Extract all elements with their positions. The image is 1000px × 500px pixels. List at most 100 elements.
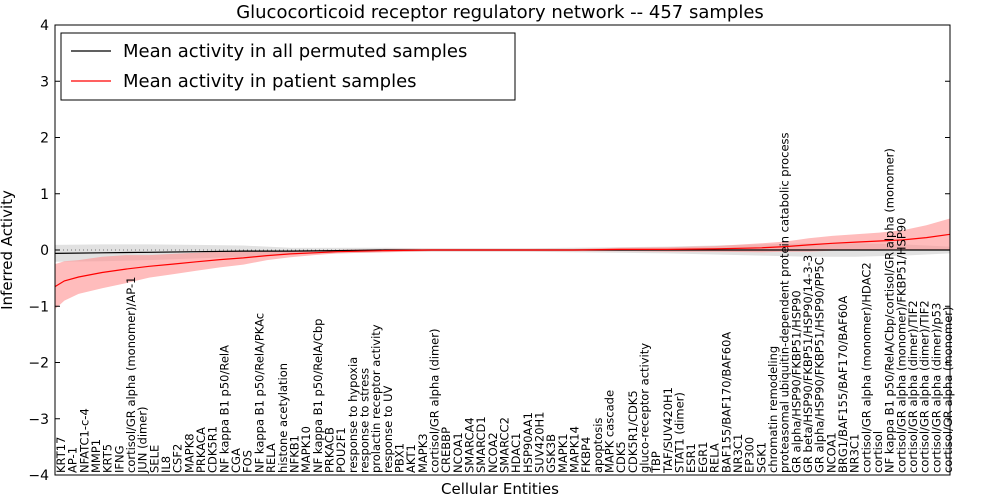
entity-label: SMARCC2 (498, 417, 512, 473)
entity-label: proteasomal ubiquitin-dependent protein … (778, 132, 792, 473)
y-tick-label: −1 (28, 299, 49, 315)
entity-label: SELE (147, 445, 161, 473)
entity-label: MAPK1 (556, 433, 570, 473)
entity-label: NF kappa B1 p50/RelA/Cbp (311, 319, 325, 473)
entity-label: cortisol/GR alpha (dimer)/TIF2 (906, 300, 920, 473)
entity-label: STAT1 (dimer) (673, 392, 687, 473)
entity-label: cortisol/GR alpha (dimer)/TIF2 (918, 300, 932, 473)
entity-label: PBX1 (393, 443, 407, 473)
entity-label: NF kappa B1 p50/RelA/PKAc (252, 313, 266, 473)
line-layer (54, 233, 951, 288)
y-axis-label: Inferred Activity (0, 190, 16, 310)
legend-box (60, 32, 516, 101)
entity-label: GSK3B (544, 434, 558, 473)
entity-label: SUV420H1 (533, 412, 547, 474)
entity-label: BAF155/BAF170/BAF60A (719, 332, 733, 473)
legend-label: Mean activity in patient samples (123, 71, 417, 92)
entity-label: BRG1/BAF155/BAF170/BAF60A (836, 296, 850, 473)
entity-label: PRKACA (194, 427, 208, 473)
y-tick-label: 0 (40, 243, 49, 259)
entity-label: POU2F1 (334, 427, 348, 473)
entity-label: apoptosis (591, 418, 605, 473)
entity-label: TBP (649, 451, 663, 474)
entity-label: EP300 (743, 437, 757, 473)
entity-label: TAF/SUV420H1 (661, 387, 675, 474)
series-line-2 (54, 233, 951, 288)
entity-label: chromatin remodeling (766, 346, 780, 473)
entity-label: MAPK8 (182, 433, 196, 473)
entity-label: NF kappa B1 p50/RelA (217, 345, 231, 473)
entity-label: ESR1 (684, 443, 698, 473)
entity-label: CREBBP (439, 427, 453, 473)
entity-label: SMARCA4 (463, 417, 477, 473)
y-tick-label: −2 (28, 356, 49, 372)
entity-label: cortisol/GR alpha (monomer)/FKBP51/HSP90 (894, 218, 908, 473)
entity-label: GR alpha/HSP90/FKBP51/HSP90 (789, 290, 803, 473)
x-axis-label: Cellular Entities (441, 480, 559, 498)
entity-label: MAPK3 (416, 433, 430, 473)
entity-label: HSP90AA1 (521, 412, 535, 473)
entity-label: NR3C1 (848, 434, 862, 473)
y-tick-label: −3 (28, 412, 49, 428)
entity-label: CDK5R1 (206, 426, 220, 473)
entity-label: NFATC1-c-4 (77, 408, 91, 473)
entity-label: AKT1 (404, 444, 418, 473)
entity-label: MAPK cascade (603, 390, 617, 473)
y-tick-label: 4 (40, 18, 49, 34)
entity-label: cortisol/GR alpha (dimer)/p53 (929, 303, 943, 473)
y-tick-label: 2 (40, 131, 49, 147)
entity-label: CDK5R1/CDK5 (626, 390, 640, 473)
y-tick-label: 1 (40, 187, 49, 203)
entity-label: prolactin receptor activity (369, 324, 383, 473)
entity-label: NCOA2 (486, 432, 500, 473)
legend-label: Mean activity in all permuted samples (123, 41, 467, 62)
entity-label: NR3C1 (731, 434, 745, 473)
entity-label: response to hypoxia (346, 357, 360, 473)
entity-label: histone acetylation (276, 363, 290, 473)
entity-label: FOS (241, 450, 255, 473)
entity-label: RELA (264, 443, 278, 473)
entity-label: NCOA1 (824, 432, 838, 473)
entity-label: response to UV (381, 385, 395, 473)
entity-label: MAPK14 (568, 426, 582, 473)
entity-label: cortisol/GR alpha (monomer)/AP-1 (124, 277, 138, 473)
entity-label: JUN (dimer) (136, 406, 150, 474)
entity-label: cortisol/GR alpha (monomer)/HDAC2 (859, 262, 873, 473)
entity-label: MAPK10 (299, 426, 313, 473)
entity-label: response to stress (357, 368, 371, 473)
entity-label: cortisol (871, 431, 885, 473)
entity-label: SMARCD1 (474, 416, 488, 473)
entity-label: NF kappa B1 p50/RelA/Cbp/cortisol/GR alp… (883, 148, 897, 473)
entity-label: IFNG (112, 445, 126, 473)
entity-label: KRT5 (101, 444, 115, 473)
entity-label: CSF2 (171, 444, 185, 473)
entity-label: NFKB1 (287, 435, 301, 473)
band-layer (55, 218, 950, 310)
entity-label: IL8 (159, 456, 173, 473)
entity-label: KRT17 (54, 437, 68, 473)
entity-label: CGA (229, 448, 243, 473)
entity-label: RELA (708, 443, 722, 473)
y-tick-label: 3 (40, 74, 49, 90)
entity-label: GR beta/HSP90/FKBP51/HSP90/14-3-3 (801, 255, 815, 473)
series-band-2 (55, 218, 950, 310)
entity-label: CDK5 (614, 441, 628, 473)
chart-title: Glucocorticoid receptor regulatory netwo… (236, 2, 764, 23)
entity-label: PRKACB (322, 427, 336, 473)
entity-label: SGK1 (754, 442, 768, 473)
entity-label: NCOA1 (451, 432, 465, 473)
entity-label: MMP1 (89, 439, 103, 473)
y-tick-label: −4 (28, 468, 49, 484)
entity-label: EGR1 (696, 442, 710, 474)
entity-label: gluco-receptor activity (638, 343, 652, 473)
legend: Mean activity in all permuted samplesMea… (60, 32, 516, 101)
entity-label: AP-1 (66, 447, 80, 473)
entity-label: FKBP4 (579, 437, 593, 473)
entity-label: GR alpha/HSP90/FKBP51/HSP90/PP5C (813, 257, 827, 473)
entity-label: HDAC1 (509, 433, 523, 473)
entity-labels: KRT17AP-1NFATC1-c-4MMP1KRT5IFNGcortisol/… (54, 132, 955, 474)
entity-label: cortisol/GR alpha (monomer) (941, 306, 955, 473)
axis-layer: −4 −3 −2 −1 0 1 2 3 4 (28, 18, 951, 484)
entity-label: cortisol/GR alpha (dimer) (428, 329, 442, 473)
